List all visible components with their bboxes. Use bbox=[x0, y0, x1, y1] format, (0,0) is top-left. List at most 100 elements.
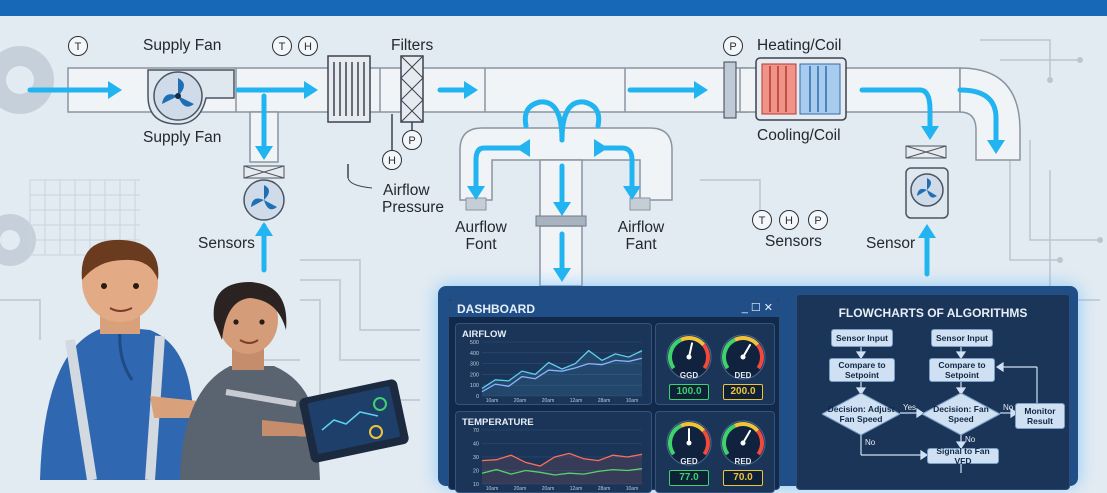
flowchart-decision-2[interactable]: Decision: Fan Speed bbox=[920, 392, 1002, 436]
airflow-area bbox=[482, 350, 642, 396]
humidity-sensor-icon: H bbox=[298, 36, 318, 56]
gauge-segment bbox=[702, 343, 710, 370]
temperature-sensor-icon-2: T bbox=[272, 36, 292, 56]
temperature-area bbox=[482, 453, 642, 484]
flowchart-signal-vfd[interactable]: Signal to Fan VFD bbox=[927, 446, 999, 466]
airflow-arrows bbox=[27, 87, 999, 277]
edge-no-left: No bbox=[865, 438, 876, 447]
gauge-2-label: DED bbox=[734, 371, 752, 380]
temperature-y-tick: 10 bbox=[473, 482, 479, 488]
gauge-segment bbox=[680, 422, 706, 433]
airflow-series-line bbox=[481, 349, 643, 389]
supply-fan-icon bbox=[147, 69, 235, 125]
sensors-left-label: Sensors bbox=[198, 235, 255, 252]
gauge-segment bbox=[756, 429, 764, 456]
heating-coil-label: Heating/Coil bbox=[757, 37, 842, 54]
technician-man bbox=[40, 239, 224, 480]
temperature-y-tick: 20 bbox=[473, 469, 479, 475]
filters-label: Filters bbox=[391, 37, 434, 54]
gauge-3-value: 77.0 bbox=[669, 470, 709, 486]
temperature-x-tick: 20am bbox=[542, 486, 555, 492]
temperature-x-tick: 10am bbox=[626, 486, 639, 492]
gauge-panel-2: GED 77.0 RED 70.0 bbox=[655, 411, 775, 493]
airflow-x-tick: 20am bbox=[514, 398, 527, 404]
temperature-sensor-icon: T bbox=[68, 36, 88, 56]
damper bbox=[535, 215, 587, 227]
gauge-2-value: 200.0 bbox=[723, 384, 763, 400]
filter-icon-2 bbox=[400, 55, 424, 123]
flowchart-compare-1[interactable]: Compare to Setpoint bbox=[829, 358, 895, 382]
dashboard-title: DASHBOARD bbox=[457, 302, 535, 316]
gauge-panel-1: GGD 100.0 DED 200.0 bbox=[655, 323, 775, 405]
airflow-y-tick: 0 bbox=[476, 394, 479, 400]
dashboard-titlebar bbox=[449, 299, 779, 317]
temperature-x-tick: 20am bbox=[514, 486, 527, 492]
humidity-sensor-icon-3: H bbox=[779, 210, 799, 230]
temperature-chart-title: TEMPERATURE bbox=[462, 417, 534, 428]
temperature-series-line bbox=[481, 452, 643, 467]
airflow-font-label: Aurflow bbox=[455, 219, 507, 236]
gauge-icon-4 bbox=[720, 420, 766, 466]
grid-pattern bbox=[29, 179, 140, 256]
gauge-segment bbox=[680, 336, 706, 347]
airflow-y-tick: 300 bbox=[470, 362, 479, 368]
tablet-icon bbox=[299, 379, 409, 463]
technician-woman bbox=[180, 282, 320, 480]
pressure-sensor-icon-2: P bbox=[402, 130, 422, 150]
flowchart-connectors bbox=[855, 345, 1038, 473]
gauge-segment bbox=[734, 422, 760, 433]
window-controls[interactable]: _ ☐ ✕ bbox=[741, 302, 773, 314]
gauge-4-label: RED bbox=[734, 457, 752, 466]
temperature-y-tick: 30 bbox=[473, 455, 479, 461]
right-fan-icon bbox=[905, 145, 949, 219]
temperature-sensor-icon-3: T bbox=[752, 210, 772, 230]
airflow-y-tick: 200 bbox=[470, 372, 479, 378]
airflow-x-tick: 28am bbox=[598, 398, 611, 404]
airflow-x-tick: 20am bbox=[542, 398, 555, 404]
gauge-1-label: GGD bbox=[679, 371, 699, 380]
airflow-font-label-2: Font bbox=[465, 236, 497, 253]
airflow-y-tick: 500 bbox=[470, 340, 479, 346]
airflow-x-tick: 10am bbox=[626, 398, 639, 404]
pressure-sensor-icon-3: P bbox=[808, 210, 828, 230]
gauge-segment bbox=[668, 337, 682, 370]
gauge-4-value: 70.0 bbox=[723, 470, 763, 486]
temperature-x-tick: 28am bbox=[598, 486, 611, 492]
gauge-1-value: 100.0 bbox=[669, 384, 709, 400]
flowchart-title: FLOWCHARTS OF ALGORITHMS bbox=[838, 306, 1028, 320]
gauge-segment bbox=[668, 423, 682, 456]
flowchart-sensor-input-1[interactable]: Sensor Input bbox=[831, 329, 893, 347]
airflow-fant-label: Airflow bbox=[617, 219, 665, 236]
gauge-segment bbox=[756, 343, 764, 370]
flowchart-decision-1[interactable]: Decision: Adjust Fan Speed bbox=[820, 392, 902, 436]
flowchart-compare-2[interactable]: Compare to Setpoint bbox=[929, 358, 995, 382]
filter-icon bbox=[327, 55, 371, 123]
flowchart-monitor-result[interactable]: Monitor Result bbox=[1015, 403, 1065, 429]
airflow-series-line bbox=[481, 357, 643, 393]
gauge-segment bbox=[722, 423, 736, 456]
temperature-x-tick: 10am bbox=[486, 486, 499, 492]
decision-1-text: Decision: Adjust Fan Speed bbox=[827, 404, 895, 424]
edge-no-bottom: No bbox=[965, 435, 976, 444]
sensors-center-label: Sensors bbox=[765, 233, 822, 250]
humidity-sensor-icon-2: H bbox=[382, 150, 402, 170]
hvac-diagram bbox=[0, 39, 1103, 480]
flowchart-sensor-input-2[interactable]: Sensor Input bbox=[931, 329, 993, 347]
gauge-icon bbox=[666, 334, 712, 380]
supply-fan-label: Supply Fan bbox=[143, 37, 222, 54]
airflow-y-tick: 400 bbox=[470, 351, 479, 357]
temperature-x-tick: 12am bbox=[570, 486, 583, 492]
gauge-segment bbox=[722, 337, 736, 370]
sensor-right-label: Sensor bbox=[866, 235, 916, 252]
airflow-x-tick: 10am bbox=[486, 398, 499, 404]
edge-yes: Yes bbox=[903, 403, 917, 412]
airflow-fant-label-2: Fant bbox=[625, 236, 657, 253]
edge-no-right: No bbox=[1003, 403, 1014, 412]
temperature-y-tick: 70 bbox=[473, 428, 479, 434]
gauge-3-label: GED bbox=[680, 457, 698, 466]
